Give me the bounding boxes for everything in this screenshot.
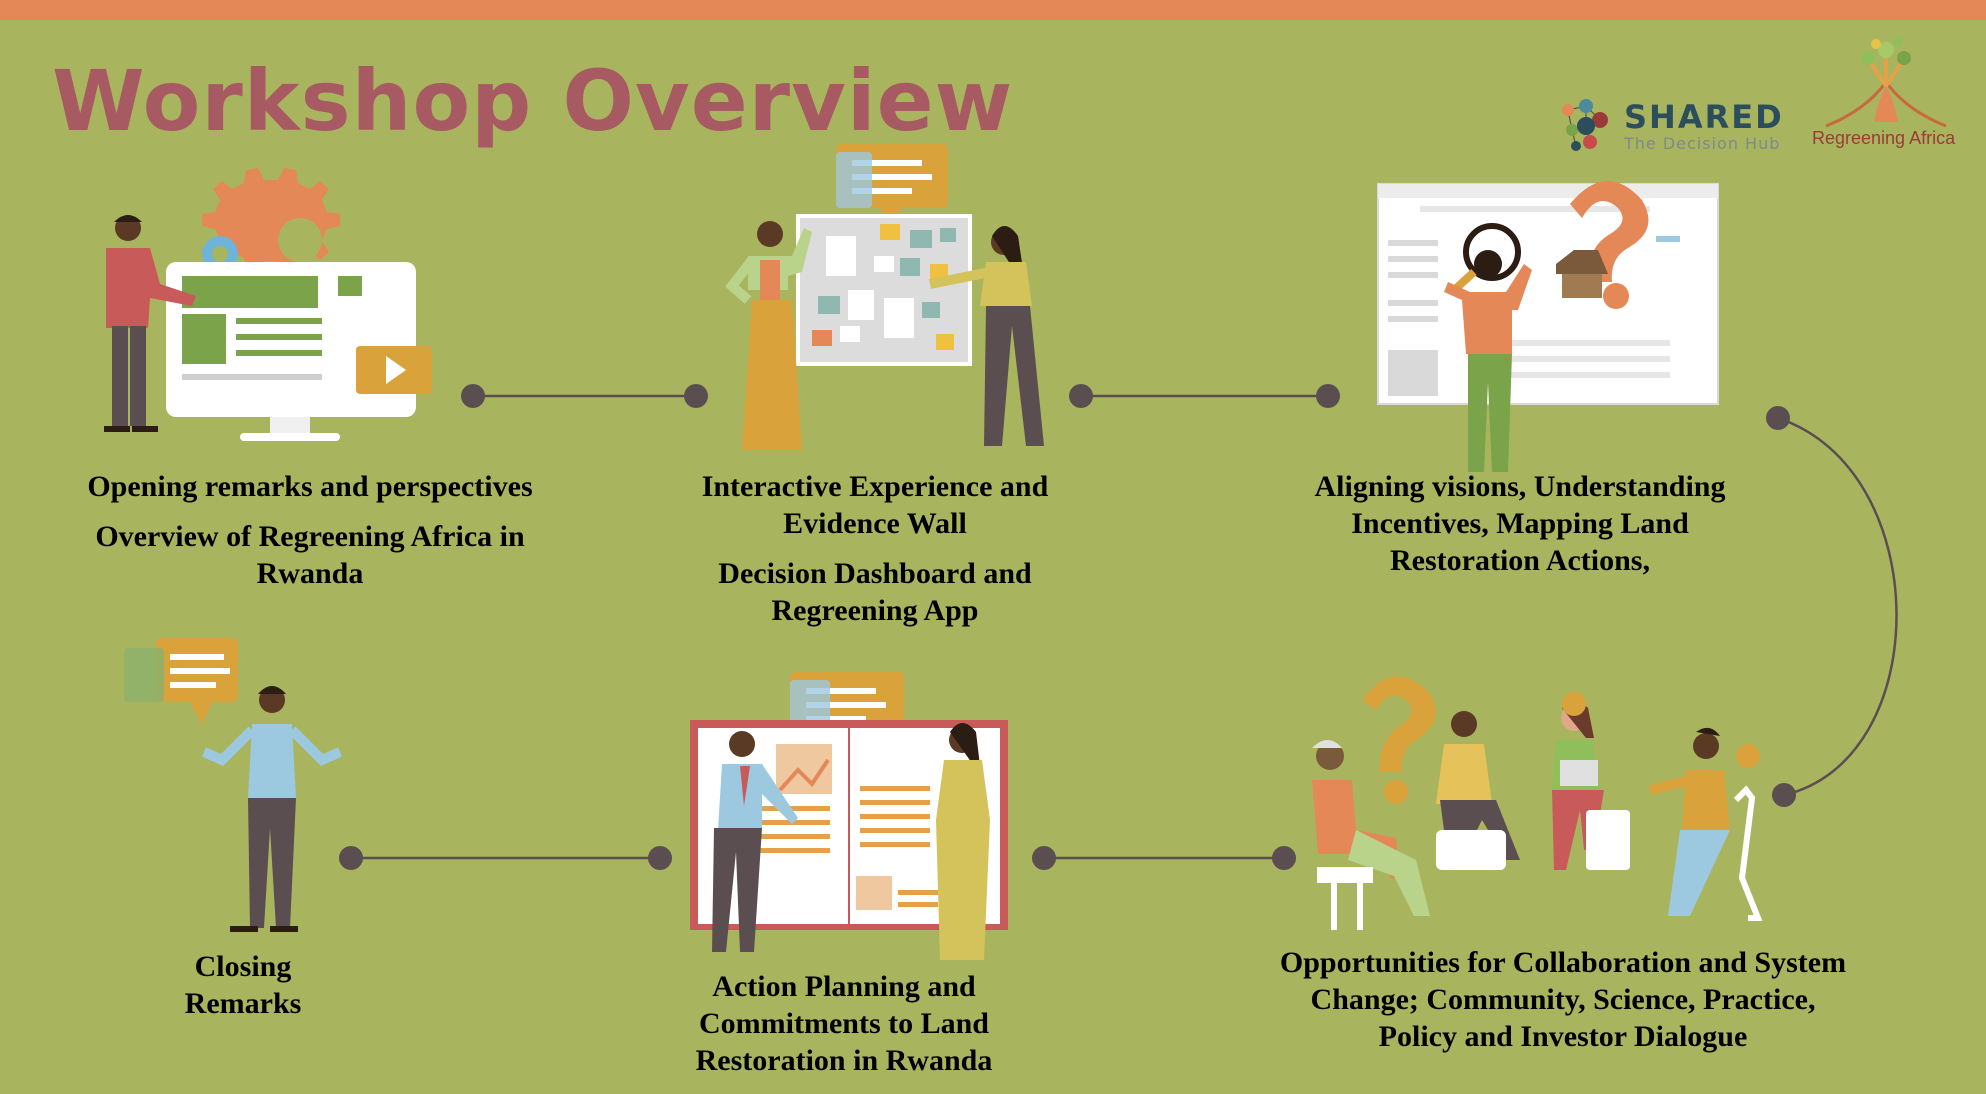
step-interactive-caption: Interactive Experience and Evidence Wall… (660, 468, 1090, 629)
aligning-illustration (1377, 180, 1719, 472)
magnifier-icon (1463, 223, 1521, 281)
step-opening-line-1: Opening remarks and perspectives (87, 470, 533, 503)
step-interactive-line-1: Interactive Experience and Evidence Wall (701, 470, 1049, 540)
regreening-africa-logo: Regreening Africa (1806, 30, 1966, 160)
step-aligning-caption: Aligning visions, Understanding Incentiv… (1290, 468, 1750, 579)
step-action-line-1: Action Planning and Commitments to Land … (695, 970, 993, 1077)
action-illustration (690, 672, 1008, 960)
step-action-caption: Action Planning and Commitments to Land … (660, 968, 1028, 1079)
step-interactive-line-2: Decision Dashboard and Regreening App (718, 557, 1032, 627)
shared-logo: SHARED The Decision Hub (1556, 96, 1786, 156)
step-opening-line-2: Overview of Regreening Africa in Rwanda (95, 520, 525, 590)
opportunities-illustration (1312, 676, 1763, 930)
flow-nodes (339, 384, 1796, 870)
step-opening-caption: Opening remarks and perspectives Overvie… (40, 468, 580, 592)
question-mark-icon (1570, 180, 1649, 282)
step-closing-line-1: Closing Remarks (184, 950, 302, 1020)
flow-connectors (351, 394, 1898, 860)
step-opportunities-caption: Opportunities for Collaboration and Syst… (1268, 944, 1858, 1055)
tree-hands-icon (1825, 37, 1947, 128)
regreening-africa-logo-name: Regreening Africa (1812, 128, 1956, 148)
chat-dots-icon (1562, 692, 1586, 716)
page-title: Workshop Overview (52, 52, 1014, 150)
step-aligning-line-1: Aligning visions, Understanding Incentiv… (1314, 470, 1726, 577)
shared-network-icon (1562, 99, 1608, 151)
shared-logo-name: SHARED (1624, 98, 1784, 136)
chat-dots-icon (1736, 744, 1760, 768)
step-closing-caption: Closing Remarks (160, 948, 326, 1022)
laptop-icon (1560, 760, 1598, 786)
opening-illustration (104, 168, 432, 441)
step-opportunities-line-1: Opportunities for Collaboration and Syst… (1279, 946, 1847, 1053)
interactive-illustration (725, 144, 1044, 450)
shared-logo-tagline: The Decision Hub (1624, 134, 1781, 153)
question-mark-icon (1362, 676, 1436, 772)
closing-illustration (124, 638, 343, 932)
top-accent-bar (0, 0, 1986, 20)
